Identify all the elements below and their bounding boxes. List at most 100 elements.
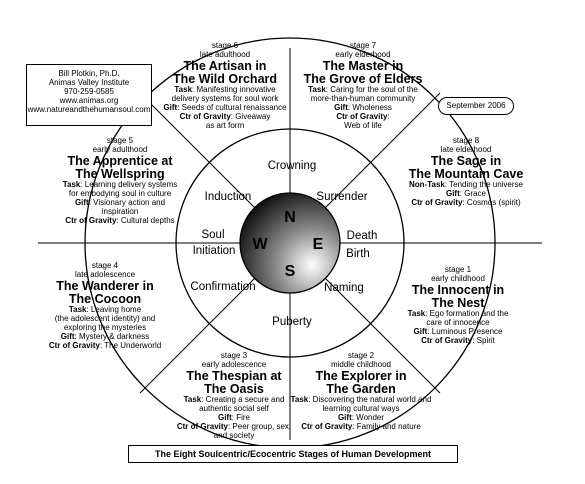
stage-detail-line: Ctr of Gravity: [292,112,434,122]
compass-west: W [252,236,268,253]
stage-number: stage 5 [106,136,134,145]
compass-east: E [313,236,324,253]
stage-detail-line: Task: Discovering the natural world and [290,395,432,405]
stage-detail-text: : Fire [231,413,250,423]
stage-detail-text: more-than-human community [310,94,416,104]
stage-detail-label: Gift [163,103,178,113]
stage-title: The Wild Orchard [172,72,278,87]
inner-ring [175,128,405,358]
stage-detail-line: Ctr of Gravity: The Underworld [44,341,166,351]
stage-detail-text: : Caring for the soul of the [325,85,418,95]
stage-detail-line: Non-Task: Tending the universe [392,180,540,190]
stage-detail-line: Gift: Wonder [290,413,432,423]
ring-label-induction: Induction [205,191,252,203]
stage-detail-line: Ctr of Gravity: Cosmos (spirit) [392,198,540,208]
author-name: Bill Plotkin, Ph.D. [58,69,120,78]
stage-detail-text: : Creating a secure and [201,395,285,405]
stage-detail-label: Ctr of Gravity [176,422,228,432]
stage-detail-text: inspiration [101,207,139,217]
stage-detail-label: Task [407,309,426,319]
compass-south: S [285,263,296,280]
stage-detail-label: Task [174,85,193,95]
stage-title: The Artisan in [183,58,267,73]
stage-number: stage 4 [91,261,119,270]
stage-detail-text: : Visionary action and [88,198,166,208]
stage-detail-line: Ctr of Gravity: Spirit [398,336,518,346]
stage-detail-label: Task [290,395,309,405]
stage-detail-line: Web of life [292,120,434,131]
stage-detail-label: Gift [74,198,89,208]
stage-age: early adulthood [92,144,148,154]
stage-detail-text: : Cosmos (spirit) [462,198,521,208]
stage-detail-label: Ctr of Gravity [336,112,388,122]
author-institute: Animas Valley Institute [48,77,130,87]
ring-label-death: Death [347,230,378,242]
ring-label-naming: Naming [324,282,364,294]
stage-number: stage 7 [349,41,377,50]
stage-title: The Nest [431,296,485,311]
stage-age: late adolescence [74,269,136,279]
stage-detail-line: Ctr of Gravity: Peer group, sex, [172,422,296,432]
stage-detail-text: (the adolescent identity) and [54,314,156,324]
stage-number: stage 3 [220,351,248,360]
ring-label-surrender: Surrender [316,191,367,203]
spoke-southeast [324,277,441,394]
ring-label-puberty: Puberty [272,316,312,328]
author-website-2: www.natureandthehumansoul.com [27,104,151,114]
stage-detail-line: Ctr of Gravity: Family and nature [290,422,432,432]
stage-detail-label: Gift [217,413,232,423]
author-phone: 970-259-0585 [64,86,114,96]
ring-label-confirmation: Confirmation [190,281,255,293]
stage-detail-text: : Family and nature [352,422,421,432]
stage-detail-label: Gift [445,189,460,199]
stage-detail-line: Gift: Luminous Presence [398,327,518,337]
compass-north: N [284,209,296,226]
stage-detail-line: (the adolescent identity) and [44,314,166,324]
stage-detail-line: Gift: Visionary action and [44,198,196,208]
stage-detail-text: : Luminous Presence [427,327,503,337]
stage-detail-line: inspiration [44,207,196,217]
stage-detail-text: : Wonder [351,413,385,423]
stage-detail-label: Gift [413,327,428,337]
stage-detail-line: Task: Creating a secure and [172,395,296,405]
stage-title: The Master in [322,58,404,73]
stage-detail-line: more-than-human community [292,94,434,104]
spoke-southwest [139,277,256,394]
stage-detail-line: and society [172,431,296,441]
stage-detail-line: exploring the mysteries [44,323,166,333]
stage-title: The Oasis [204,382,264,397]
stage-detail-text: exploring the mysteries [63,323,147,333]
stage-title: The Wellspring [75,167,165,182]
stage-detail-label: Ctr of Gravity [411,198,463,208]
stage-detail-line: Gift: Mystery & darkness [44,332,166,342]
stage-number: stage 2 [347,351,375,360]
stage-title: The Mountain Cave [408,167,524,182]
stage-detail-text: : Manifesting innovative [192,85,276,95]
stage-detail-label: Ctr of Gravity [179,112,231,122]
stage-number: stage 1 [444,265,472,274]
stage-detail-text: : Leaving home [86,305,142,315]
stage-title: The Thespian at [186,368,282,383]
stage-detail-label: Gift [60,332,75,342]
stage-title: The Garden [326,382,396,397]
stage-detail-label: Gift [334,103,348,113]
stage-detail-text: : Tending the universe [444,180,523,190]
stage-detail-text: Web of life [344,120,382,130]
stage-title: The Sage in [430,153,502,168]
stage-detail-line: Gift: Wholeness [292,103,434,113]
stage-detail-label: Task [308,85,326,95]
stage-detail-text: : Discovering the natural world and [308,395,432,405]
stage-detail-line: Task: Ego formation and the [398,309,518,319]
stage-title: The Explorer in [315,368,407,383]
stage-detail-label: Task [68,305,87,315]
stage-detail-line: Ctr of Gravity: Giveaway [162,112,288,122]
stage-detail-line: Task: Manifesting innovative [162,85,288,95]
stage-detail-label: Ctr of Gravity [421,336,473,346]
